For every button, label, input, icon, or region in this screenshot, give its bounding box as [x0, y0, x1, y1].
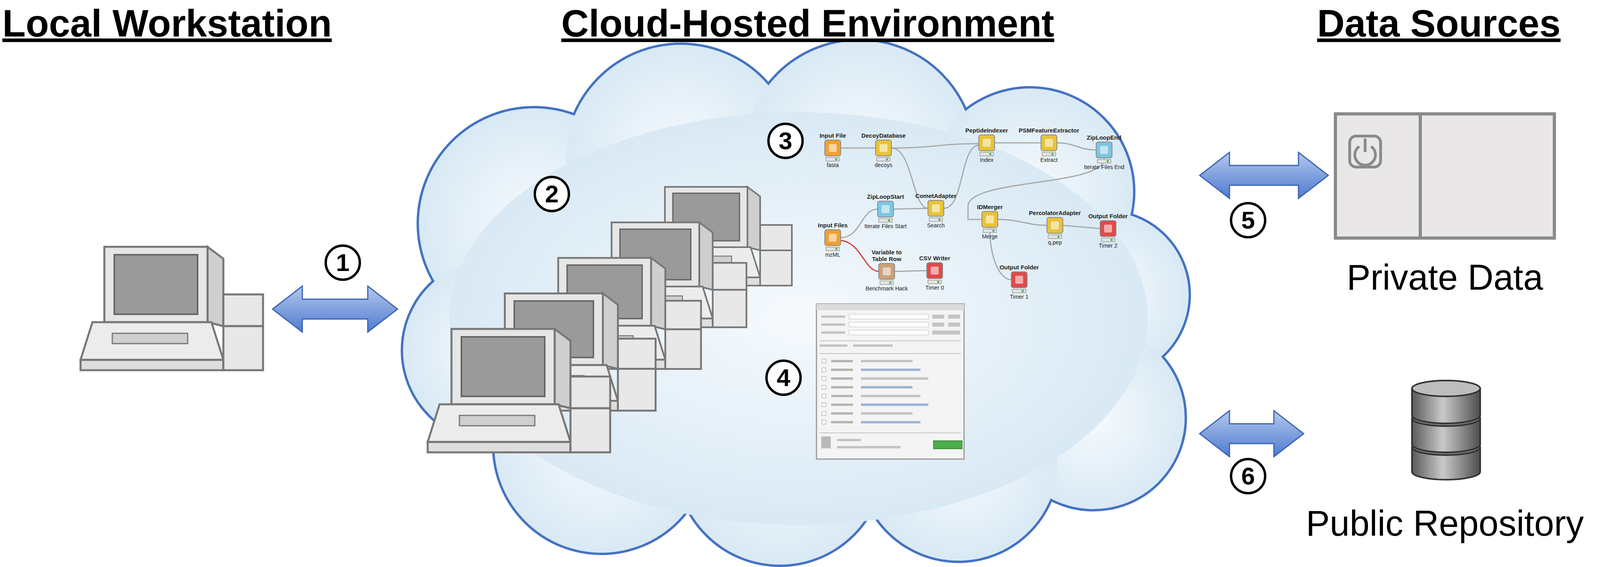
node-label: Private Data	[1346, 257, 1543, 299]
workflow-node-label: Timer 0	[925, 284, 945, 291]
column-heading: Data Sources	[1317, 1, 1561, 46]
column-heading: Cloud-Hosted Environment	[561, 1, 1055, 46]
workflow-node-label: Benchmark Hack	[865, 285, 909, 292]
double-arrow	[272, 286, 398, 333]
database-cylinder-shape	[1309, 380, 1583, 480]
workflow-node-name: PSMFeatureExtractor	[1018, 126, 1080, 134]
workstation-computer-shape	[76, 242, 267, 373]
workflow-node-name: PeptideIndexer	[965, 126, 1009, 134]
workflow-node-label: Extract	[1040, 156, 1058, 164]
workflow-node-label: Search	[927, 222, 945, 229]
workflow-node-label: q.pep	[1047, 239, 1062, 246]
workflow-node-name: ZipLoopEnd	[1086, 134, 1122, 141]
workflow-node-label: mzML	[825, 251, 841, 258]
workflow-node-label: Merge	[981, 233, 998, 240]
double-arrow	[1199, 410, 1304, 457]
private-data-box-shape	[1333, 112, 1556, 240]
callout-number: 3	[767, 122, 804, 160]
callout-number: 1	[324, 244, 362, 281]
callout-number: 5	[1229, 201, 1267, 239]
workflow-node-name: PercolatorAdapter	[1029, 209, 1082, 217]
column-heading: Local Workstation	[2, 1, 332, 46]
workflow-node-name: Output Folder	[999, 263, 1039, 271]
double-arrow	[1199, 152, 1329, 199]
workflow-node-name: Output Folder	[1088, 212, 1128, 220]
workflow-node-name: Variable to Table Row	[868, 248, 905, 263]
workflow-node-name: ZipLoopStart	[866, 193, 904, 200]
callout-number: 6	[1229, 457, 1267, 495]
workflow-node-label: Iterate Files Start	[864, 222, 907, 230]
private-data-box: Private Data	[1333, 112, 1556, 240]
callout-number: 4	[765, 359, 802, 396]
workflow-node-name: Input Files	[818, 221, 848, 229]
workflow-node-label: Timer 1	[1010, 293, 1029, 300]
workflow-node-name: IDMerger	[976, 203, 1003, 211]
workflow-node-label: Index	[979, 156, 994, 164]
workflow-node-name: CometAdapter	[915, 192, 957, 200]
workflow-node-name: Input File	[819, 132, 847, 139]
node-label: Public Repository	[1306, 503, 1584, 545]
workflow-node-name: DecoyDatabase	[861, 132, 906, 139]
callout-number: 2	[533, 175, 571, 213]
workflow-node-label: fasta	[826, 161, 839, 169]
workflow-node-label: Iterate Files End	[1083, 163, 1125, 171]
workflow-node-label: Timer 2	[1098, 242, 1118, 249]
database-cylinder: Public Repository	[1309, 380, 1583, 480]
workflow-node-label: decoys	[874, 161, 893, 169]
workstation-computer: Local Workstation	[76, 242, 267, 373]
workflow-node-name: CSV Writer	[919, 254, 951, 262]
